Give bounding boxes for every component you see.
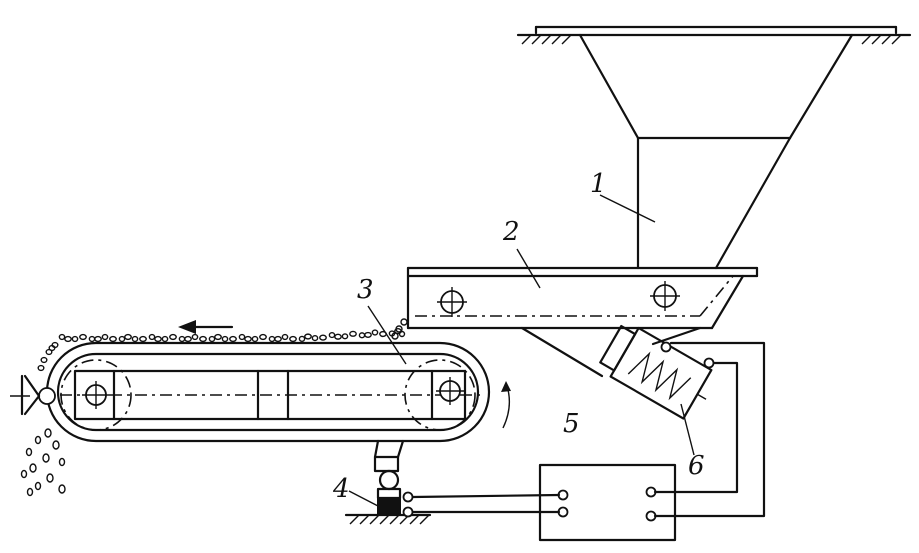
granule: [304, 333, 312, 340]
label-vibrator: 6: [688, 451, 705, 481]
granule: [139, 335, 147, 343]
label-belt-conveyor: 3: [357, 275, 374, 305]
granule: [131, 335, 139, 343]
feeder-tray: [406, 266, 759, 330]
load-sensor: [344, 439, 432, 525]
granule: [58, 333, 66, 341]
granule: [124, 333, 132, 341]
granule: [169, 333, 177, 341]
granule: [229, 335, 237, 343]
granule: [48, 344, 56, 352]
label-load-sensor: 4: [332, 474, 350, 504]
granule: [251, 335, 259, 343]
granule: [191, 333, 199, 341]
granule: [79, 333, 87, 341]
granule: [184, 335, 192, 343]
granule: [394, 328, 402, 335]
granule: [178, 335, 186, 343]
belt-conveyor: [45, 341, 491, 443]
discharge-chute: [10, 374, 56, 416]
granule: [244, 335, 252, 343]
vibrator: [520, 324, 715, 420]
granule: [118, 335, 126, 343]
leader-lines: [348, 194, 695, 507]
granule: [221, 335, 229, 343]
granule: [268, 335, 276, 343]
curved-arrow-icon: [501, 381, 511, 429]
ceiling-support: [516, 25, 912, 45]
granule: [298, 335, 306, 342]
granule: [358, 332, 366, 339]
head-pulley: [436, 377, 464, 405]
granule: [364, 331, 372, 339]
hopper: [578, 33, 854, 270]
granule: [289, 335, 297, 343]
tail-pulley: [82, 381, 110, 409]
material-on-belt: [37, 328, 402, 372]
granule: [109, 335, 117, 343]
wiring: [411, 341, 766, 518]
tray-bolt: [437, 287, 467, 317]
falling-material: [20, 428, 66, 497]
granule: [334, 333, 342, 340]
granule: [148, 333, 156, 341]
granule: [37, 364, 45, 372]
granule: [101, 333, 109, 341]
granule: [88, 335, 96, 343]
granule: [94, 335, 102, 343]
granule: [349, 330, 357, 337]
label-feeder-tray: 2: [502, 217, 520, 247]
granule: [199, 335, 207, 343]
granule: [328, 331, 336, 339]
granule: [371, 329, 379, 336]
label-controller: 5: [563, 409, 580, 439]
tray-bolt: [650, 281, 680, 311]
granule: [341, 333, 349, 340]
granule: [319, 334, 327, 341]
granule: [64, 335, 72, 343]
granule: [259, 333, 267, 341]
granule: [311, 335, 319, 342]
granule: [238, 333, 246, 341]
granule: [214, 333, 222, 341]
granule: [208, 335, 216, 343]
granule: [161, 335, 169, 343]
arrow-left-icon: [178, 320, 234, 334]
label-hopper: 1: [590, 169, 607, 199]
controller: [538, 463, 677, 542]
granule: [71, 335, 79, 343]
granule: [40, 356, 48, 364]
granule: [388, 330, 396, 337]
granule: [154, 335, 162, 343]
granule: [274, 335, 282, 343]
granule: [281, 333, 289, 341]
